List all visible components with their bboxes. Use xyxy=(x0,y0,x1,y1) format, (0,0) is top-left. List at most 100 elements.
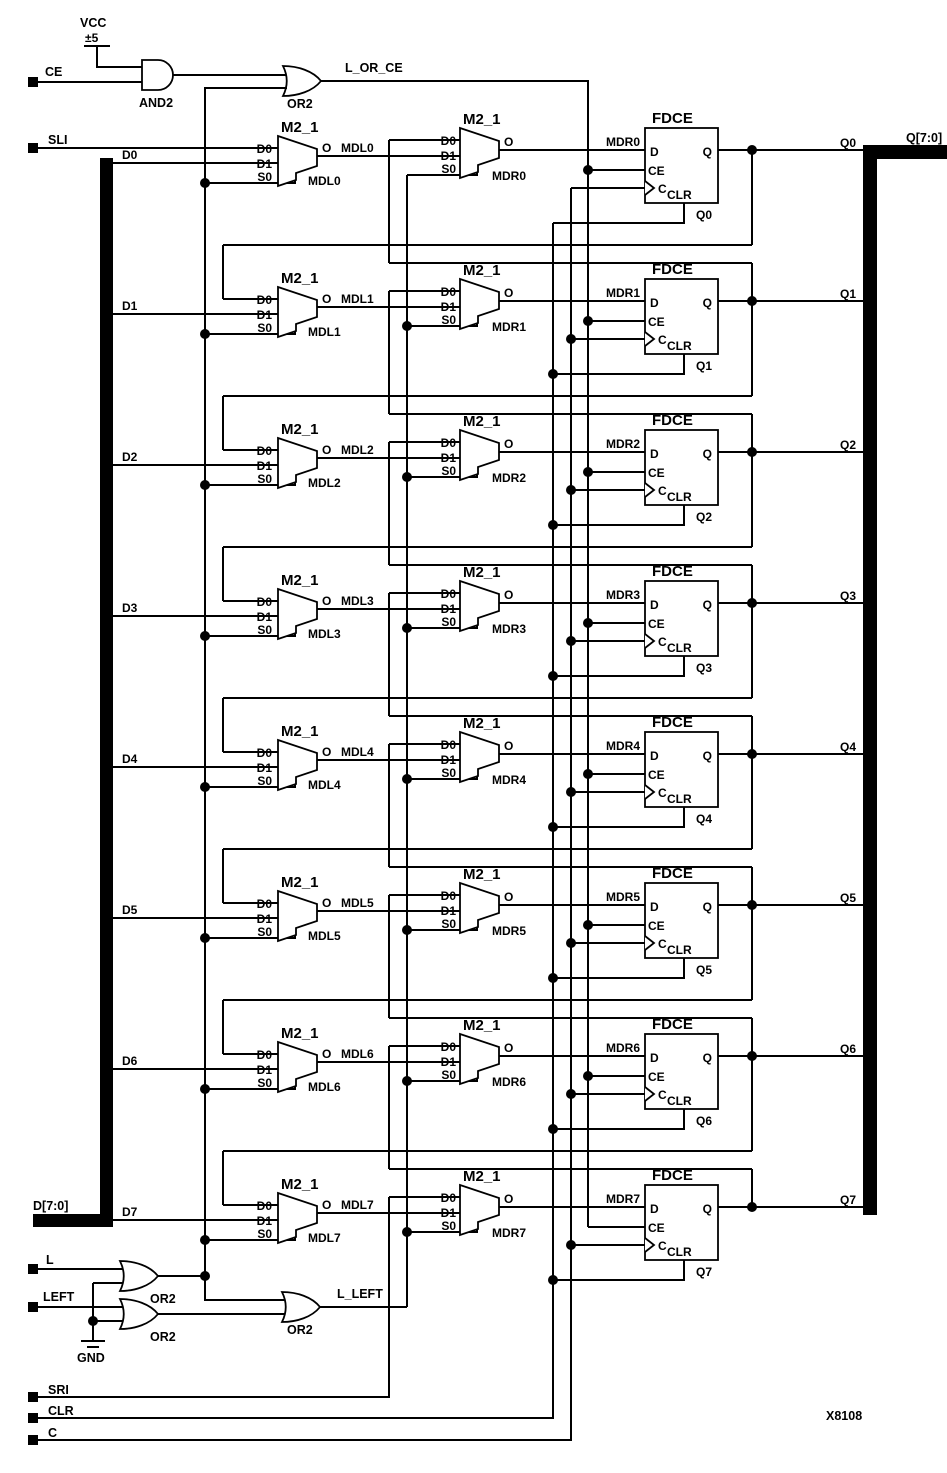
instance-label: MDR7 xyxy=(492,1226,526,1240)
mux-symbol xyxy=(277,587,318,641)
wire-l-select-column xyxy=(204,87,287,1301)
mux-left-title: M2_1 xyxy=(281,270,319,287)
mux-pin-label: S0 xyxy=(257,1227,272,1241)
flipflop-title: FDCE xyxy=(652,563,693,580)
net-label: Q2 xyxy=(840,438,856,452)
instance-label: MDL6 xyxy=(308,1080,341,1094)
row-gap-wiring xyxy=(222,593,753,754)
instance-label: MDR5 xyxy=(492,924,526,938)
mux-symbol xyxy=(277,134,318,188)
mux-pin-label: D1 xyxy=(441,300,457,314)
instance-label: MDL5 xyxy=(308,929,341,943)
net-label: MDL5 xyxy=(341,896,374,910)
mux-pin-label: O xyxy=(504,1041,513,1055)
mux-pin-label: D0 xyxy=(441,436,457,450)
flipflop-symbol xyxy=(644,278,719,355)
mux-pin-label: D1 xyxy=(257,459,273,473)
mux-pin-label: S0 xyxy=(257,472,272,486)
junction-dot xyxy=(583,316,593,326)
ff-pin-label: Q xyxy=(703,296,712,310)
shift-register-bit-row: M2_1 M2_1 FDCE D0 D1 S0 O MDL0 MDL0 D0 D… xyxy=(112,110,863,224)
flipflop-title: FDCE xyxy=(652,714,693,731)
mux-right-title: M2_1 xyxy=(463,1168,501,1185)
net-label: Q1 xyxy=(840,287,856,301)
mux-pin-label: O xyxy=(322,141,331,155)
mux-pin-label: D1 xyxy=(441,451,457,465)
ff-pin-label: CE xyxy=(648,768,665,782)
mux-pin-label: D1 xyxy=(257,610,273,624)
ff-pin-label: Q xyxy=(703,1051,712,1065)
mux-pin-label: O xyxy=(504,890,513,904)
instance-label: MDL3 xyxy=(308,627,341,641)
mux-pin-label: S0 xyxy=(441,1068,456,1082)
l-input-label: L xyxy=(46,1253,54,1267)
ff-pin-label: C xyxy=(658,635,667,649)
ff-pin-label: CLR xyxy=(667,339,692,353)
mux-left-title: M2_1 xyxy=(281,119,319,136)
wire-clear-tap xyxy=(553,1109,685,1130)
mux-symbol xyxy=(459,277,500,331)
sli-input-label: SLI xyxy=(48,133,67,147)
instance-label: MDR2 xyxy=(492,471,526,485)
c-pin-square xyxy=(28,1435,38,1445)
net-label: MDL7 xyxy=(341,1198,374,1212)
ff-pin-label: CLR xyxy=(667,641,692,655)
or2-bottom-bottom-label: OR2 xyxy=(150,1330,176,1344)
net-label: MDL1 xyxy=(341,292,374,306)
junction-dot xyxy=(402,925,412,935)
junction-dot xyxy=(402,472,412,482)
mux-pin-label: D0 xyxy=(441,134,457,148)
mux-right-title: M2_1 xyxy=(463,111,501,128)
mux-pin-label: S0 xyxy=(257,1076,272,1090)
ff-pin-label: CE xyxy=(648,1221,665,1235)
d-bit-label: D1 xyxy=(122,299,138,313)
mux-symbol xyxy=(459,428,500,482)
flipflop-symbol xyxy=(644,731,719,808)
mux-symbol xyxy=(277,889,318,943)
mux-pin-label: S0 xyxy=(257,170,272,184)
d-bus-label: D[7:0] xyxy=(33,1199,68,1213)
net-label: MDR7 xyxy=(606,1192,640,1206)
left-input-label: LEFT xyxy=(43,1290,75,1304)
mux-pin-label: S0 xyxy=(441,162,456,176)
ff-pin-label: CE xyxy=(648,617,665,631)
d-bit-label: D7 xyxy=(122,1205,138,1219)
ff-pin-label: D xyxy=(650,1051,659,1065)
d-bit-label: D5 xyxy=(122,903,138,917)
mux-pin-label: D1 xyxy=(441,149,457,163)
junction-dot xyxy=(402,1076,412,1086)
instance-label: MDL0 xyxy=(308,174,341,188)
instance-label: MDL4 xyxy=(308,778,341,792)
junction-dot xyxy=(200,480,210,490)
junction-dot xyxy=(200,329,210,339)
mux-symbol xyxy=(277,436,318,490)
d-bit-label: D4 xyxy=(122,752,138,766)
instance-label: MDR1 xyxy=(492,320,526,334)
mux-pin-label: O xyxy=(322,443,331,457)
ff-pin-label: Q xyxy=(703,900,712,914)
flipflop-symbol xyxy=(644,127,719,204)
junction-dot xyxy=(566,787,576,797)
junction-dot xyxy=(402,774,412,784)
junction-dot xyxy=(200,782,210,792)
mux-left-title: M2_1 xyxy=(281,1176,319,1193)
net-label: Q3 xyxy=(840,589,856,603)
shift-register-bit-row: M2_1 M2_1 FDCE D0 D1 S0 O MDL5 MDL5 D0 D… xyxy=(112,865,863,983)
instance-label: MDR3 xyxy=(492,622,526,636)
wire-clear-tap xyxy=(553,1260,685,1281)
l-pin-square xyxy=(28,1264,38,1274)
ff-pin-label: D xyxy=(650,447,659,461)
junction-dot xyxy=(200,933,210,943)
mux-pin-label: D1 xyxy=(257,761,273,775)
ff-pin-label: CE xyxy=(648,919,665,933)
mux-pin-label: D1 xyxy=(441,1055,457,1069)
net-l-left-label: L_LEFT xyxy=(337,1287,383,1301)
junction-dot xyxy=(402,1227,412,1237)
or-gate-icon xyxy=(281,65,323,97)
flipflop-symbol xyxy=(644,1184,719,1261)
vcc-value: ±5 xyxy=(85,31,99,45)
mux-pin-label: S0 xyxy=(441,464,456,478)
or2-right-label: OR2 xyxy=(287,1323,313,1337)
shift-register-bit-row: M2_1 M2_1 FDCE D0 D1 S0 O MDL1 MDL1 D0 D… xyxy=(112,261,863,379)
d-bit-label: D6 xyxy=(122,1054,138,1068)
